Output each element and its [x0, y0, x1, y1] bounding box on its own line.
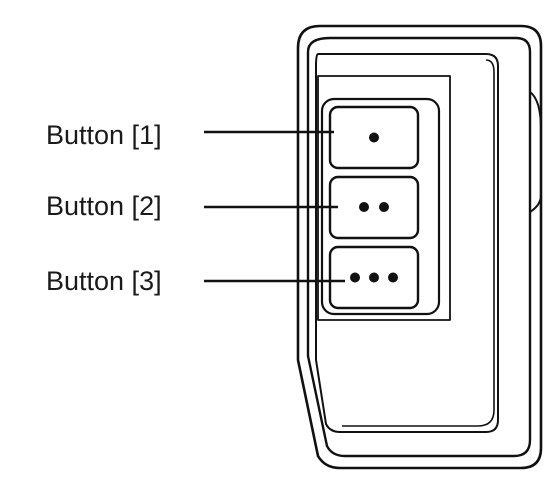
dot-icon	[369, 272, 379, 283]
remote-side-grip	[529, 91, 542, 213]
callout-label-button-3: Button [3]	[46, 266, 162, 296]
remote-face-inner	[342, 59, 495, 427]
dot-icon	[350, 272, 360, 283]
dot-icon	[388, 272, 398, 283]
dot-icon	[379, 202, 389, 212]
button-1-cap[interactable]	[328, 105, 420, 170]
button-3-cap[interactable]	[328, 245, 420, 310]
dot-icon	[359, 202, 369, 212]
callout-label-button-1: Button [1]	[46, 120, 162, 150]
button-2-cap[interactable]	[328, 175, 420, 240]
callout-1: Button [1]	[46, 120, 334, 150]
remote-control-body	[296, 24, 543, 470]
remote-outer-shell	[296, 24, 543, 470]
callout-2: Button [2]	[46, 191, 338, 221]
remote-inner-shell	[306, 36, 532, 458]
remote-face	[315, 53, 499, 433]
dot-icon	[369, 132, 379, 143]
callout-3: Button [3]	[46, 266, 345, 296]
button-recess-window	[317, 75, 451, 321]
button-3[interactable]	[328, 245, 420, 310]
callout-label-button-2: Button [2]	[46, 191, 162, 221]
button-1[interactable]	[328, 105, 420, 170]
button-2[interactable]	[328, 175, 420, 240]
